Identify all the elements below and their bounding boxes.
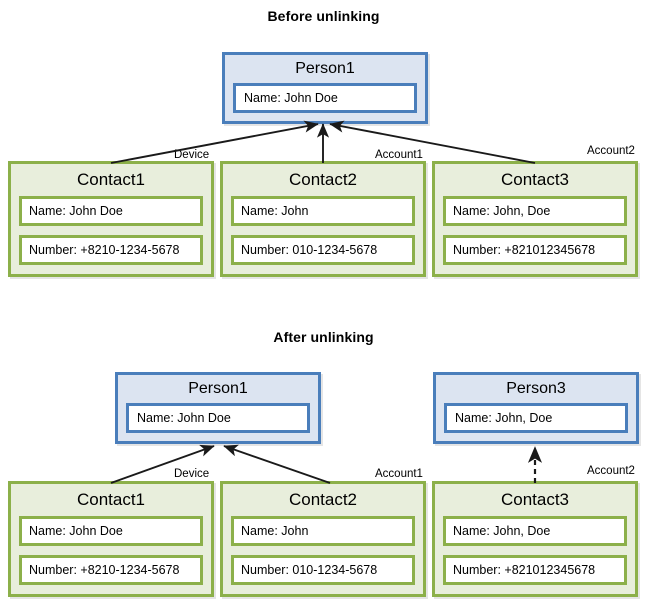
contact-field-name: Name: John, Doe	[443, 516, 627, 546]
contact-title: Contact3	[500, 490, 570, 509]
section-title-after: After unlinking	[273, 329, 374, 345]
arrow-contact3-to-person1-before	[329, 120, 536, 164]
person-box-person3-after[interactable]: Person3 Name: John, Doe	[433, 372, 639, 444]
person-box-person1-after[interactable]: Person1 Name: John Doe	[115, 372, 321, 444]
contact-field-number: Number: 010-1234-5678	[231, 235, 415, 265]
contact-title: Contact2	[288, 490, 358, 509]
contact-field-number: Number: +821012345678	[443, 555, 627, 585]
contact-title: Contact3	[500, 170, 570, 189]
contact-title: Contact1	[76, 170, 146, 189]
edge-label-account2-before: Account2	[587, 145, 635, 157]
contact-field-number: Number: +8210-1234-5678	[19, 235, 203, 265]
contact-field-name: Name: John Doe	[19, 516, 203, 546]
contact-title: Contact1	[76, 490, 146, 509]
section-title-before: Before unlinking	[267, 8, 380, 24]
contact-field-name: Name: John	[231, 516, 415, 546]
person-field-name: Name: John Doe	[233, 83, 417, 113]
arrow-contact2-to-person1-after	[223, 444, 331, 484]
arrow-contact1-to-person1-before	[110, 120, 319, 164]
contact-box-contact3-after[interactable]: Contact3 Name: John, Doe Number: +821012…	[432, 481, 638, 597]
contact-field-name: Name: John, Doe	[443, 196, 627, 226]
contact-box-contact3-before[interactable]: Contact3 Name: John, Doe Number: +821012…	[432, 161, 638, 277]
edge-label-device-after: Device	[174, 468, 210, 480]
person-title: Person1	[188, 380, 248, 397]
person-title: Person1	[295, 60, 355, 77]
person-field-name: Name: John Doe	[126, 403, 310, 433]
contact-box-contact2-after[interactable]: Contact2 Name: John Number: 010-1234-567…	[220, 481, 426, 597]
edge-label-account1-after: Account1	[375, 468, 423, 480]
contact-field-number: Number: 010-1234-5678	[231, 555, 415, 585]
contact-box-contact1-before[interactable]: Contact1 Name: John Doe Number: +8210-12…	[8, 161, 214, 277]
person-field-name: Name: John, Doe	[444, 403, 628, 433]
contact-field-name: Name: John	[231, 196, 415, 226]
edge-label-account1-before: Account1	[375, 149, 423, 161]
contact-title: Contact2	[288, 170, 358, 189]
person-box-person1-before[interactable]: Person1 Name: John Doe	[222, 52, 428, 124]
edge-label-device-before: Device	[174, 149, 210, 161]
contact-box-contact1-after[interactable]: Contact1 Name: John Doe Number: +8210-12…	[8, 481, 214, 597]
person-title: Person3	[506, 380, 566, 397]
contact-field-number: Number: +8210-1234-5678	[19, 555, 203, 585]
contact-field-number: Number: +821012345678	[443, 235, 627, 265]
contact-box-contact2-before[interactable]: Contact2 Name: John Number: 010-1234-567…	[220, 161, 426, 277]
contact-field-name: Name: John Doe	[19, 196, 203, 226]
edge-label-account2-after: Account2	[587, 465, 635, 477]
